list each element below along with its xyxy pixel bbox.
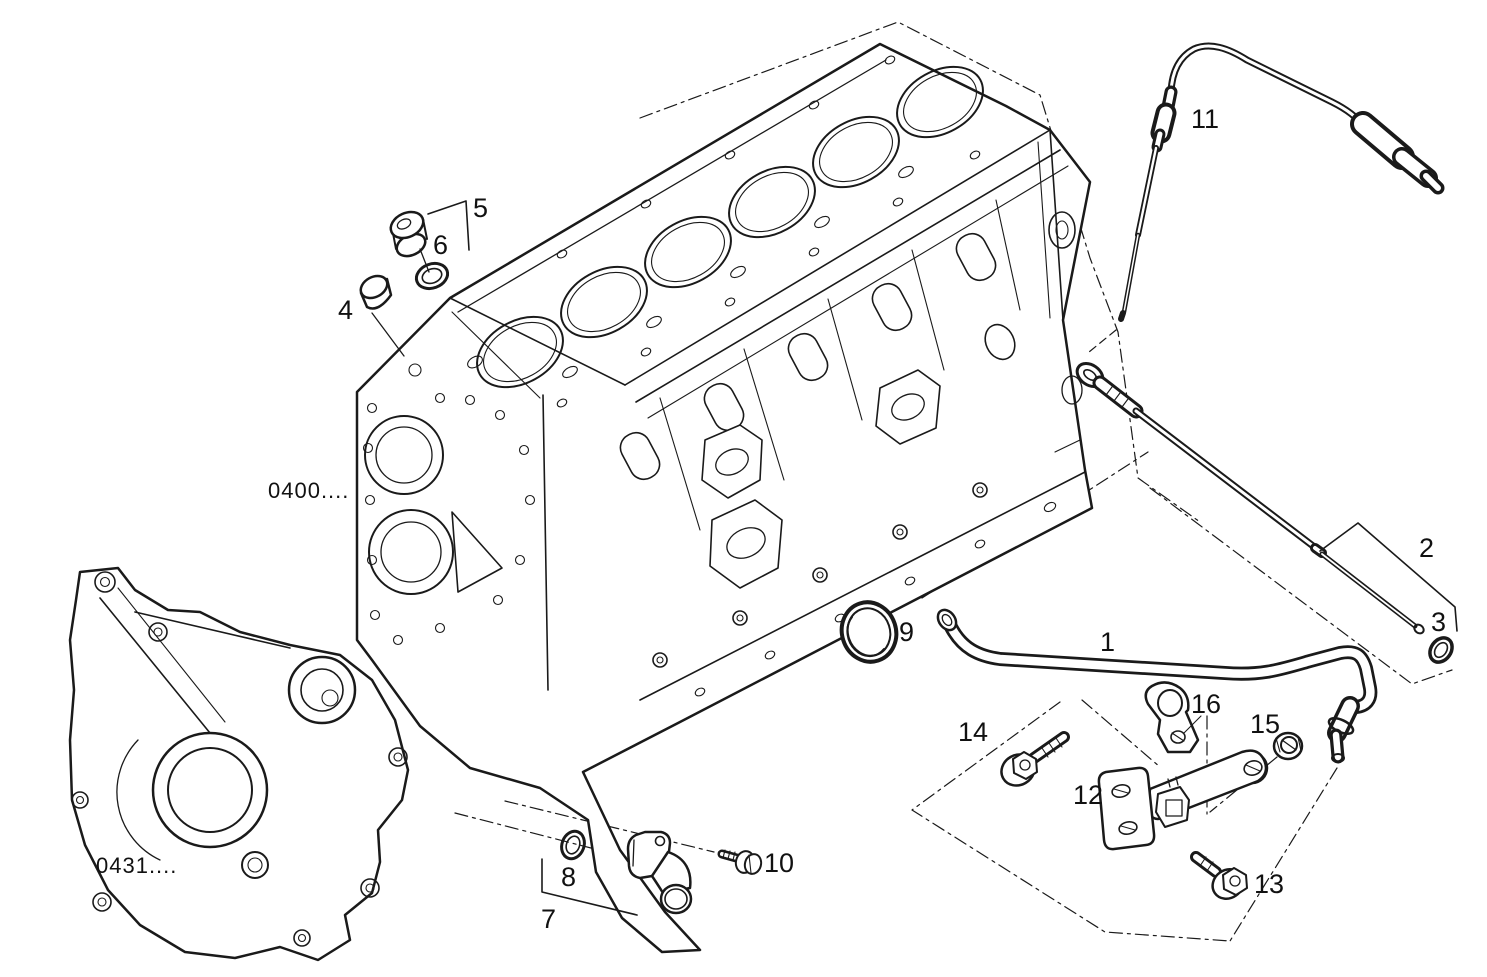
callout-5: 5 — [473, 193, 488, 223]
callout-1: 1 — [1100, 627, 1115, 657]
bearing-bosses — [652, 482, 988, 668]
callout-9: 9 — [899, 617, 914, 647]
part-6-gasket-ring — [414, 261, 450, 291]
part-3-seal-ring — [1428, 636, 1454, 664]
callout-2: 2 — [1419, 533, 1434, 563]
pan-rail-holes — [694, 501, 1057, 697]
part-16-pipe-clamp — [1144, 681, 1202, 754]
part-13-bolt — [1190, 851, 1248, 900]
cylinder-bores — [476, 65, 984, 389]
part-8-oring — [560, 829, 586, 861]
callout-3: 3 — [1431, 607, 1446, 637]
callout-8: 8 — [561, 862, 576, 892]
part-11-sensor — [1118, 42, 1445, 322]
engine-block — [355, 42, 1094, 954]
part-10-bolt — [717, 849, 763, 875]
callout-12: 12 — [1073, 780, 1103, 810]
callout-6: 6 — [433, 230, 448, 260]
callout-4: 4 — [338, 295, 353, 325]
front-face — [362, 311, 549, 691]
callout-15: 15 — [1250, 709, 1280, 739]
cover-bolt-ears — [71, 571, 408, 947]
callout-14: 14 — [958, 717, 988, 747]
callout-13: 13 — [1254, 869, 1284, 899]
callout-16: 16 — [1191, 689, 1221, 719]
callout-labels: 1 2 3 4 5 6 7 8 9 10 11 12 13 14 15 16 0… — [96, 104, 1446, 934]
callout-10: 10 — [764, 848, 794, 878]
part-2-dipstick — [1075, 362, 1458, 635]
deck-bolt-holes — [556, 55, 981, 408]
part-7-water-elbow — [541, 830, 693, 916]
part-14-bolt — [1000, 731, 1070, 787]
part-12-bracket — [1097, 749, 1269, 851]
part-5-screw-plug — [389, 200, 470, 273]
part-1-pipe — [936, 608, 1378, 764]
callout-11: 11 — [1191, 104, 1219, 134]
section-ref-0431: 0431.... — [96, 853, 177, 878]
side-bosses — [701, 323, 1016, 589]
callout-7: 7 — [541, 904, 556, 934]
side-ribs — [659, 199, 1021, 531]
part-15-nut — [1272, 731, 1304, 761]
part-4-cup-plug — [359, 274, 405, 357]
section-ref-0400: 0400.... — [268, 478, 349, 503]
part-9-seal-ring — [839, 600, 899, 664]
water-jacket-arches — [619, 232, 997, 481]
timing-gear-cover — [68, 566, 410, 962]
